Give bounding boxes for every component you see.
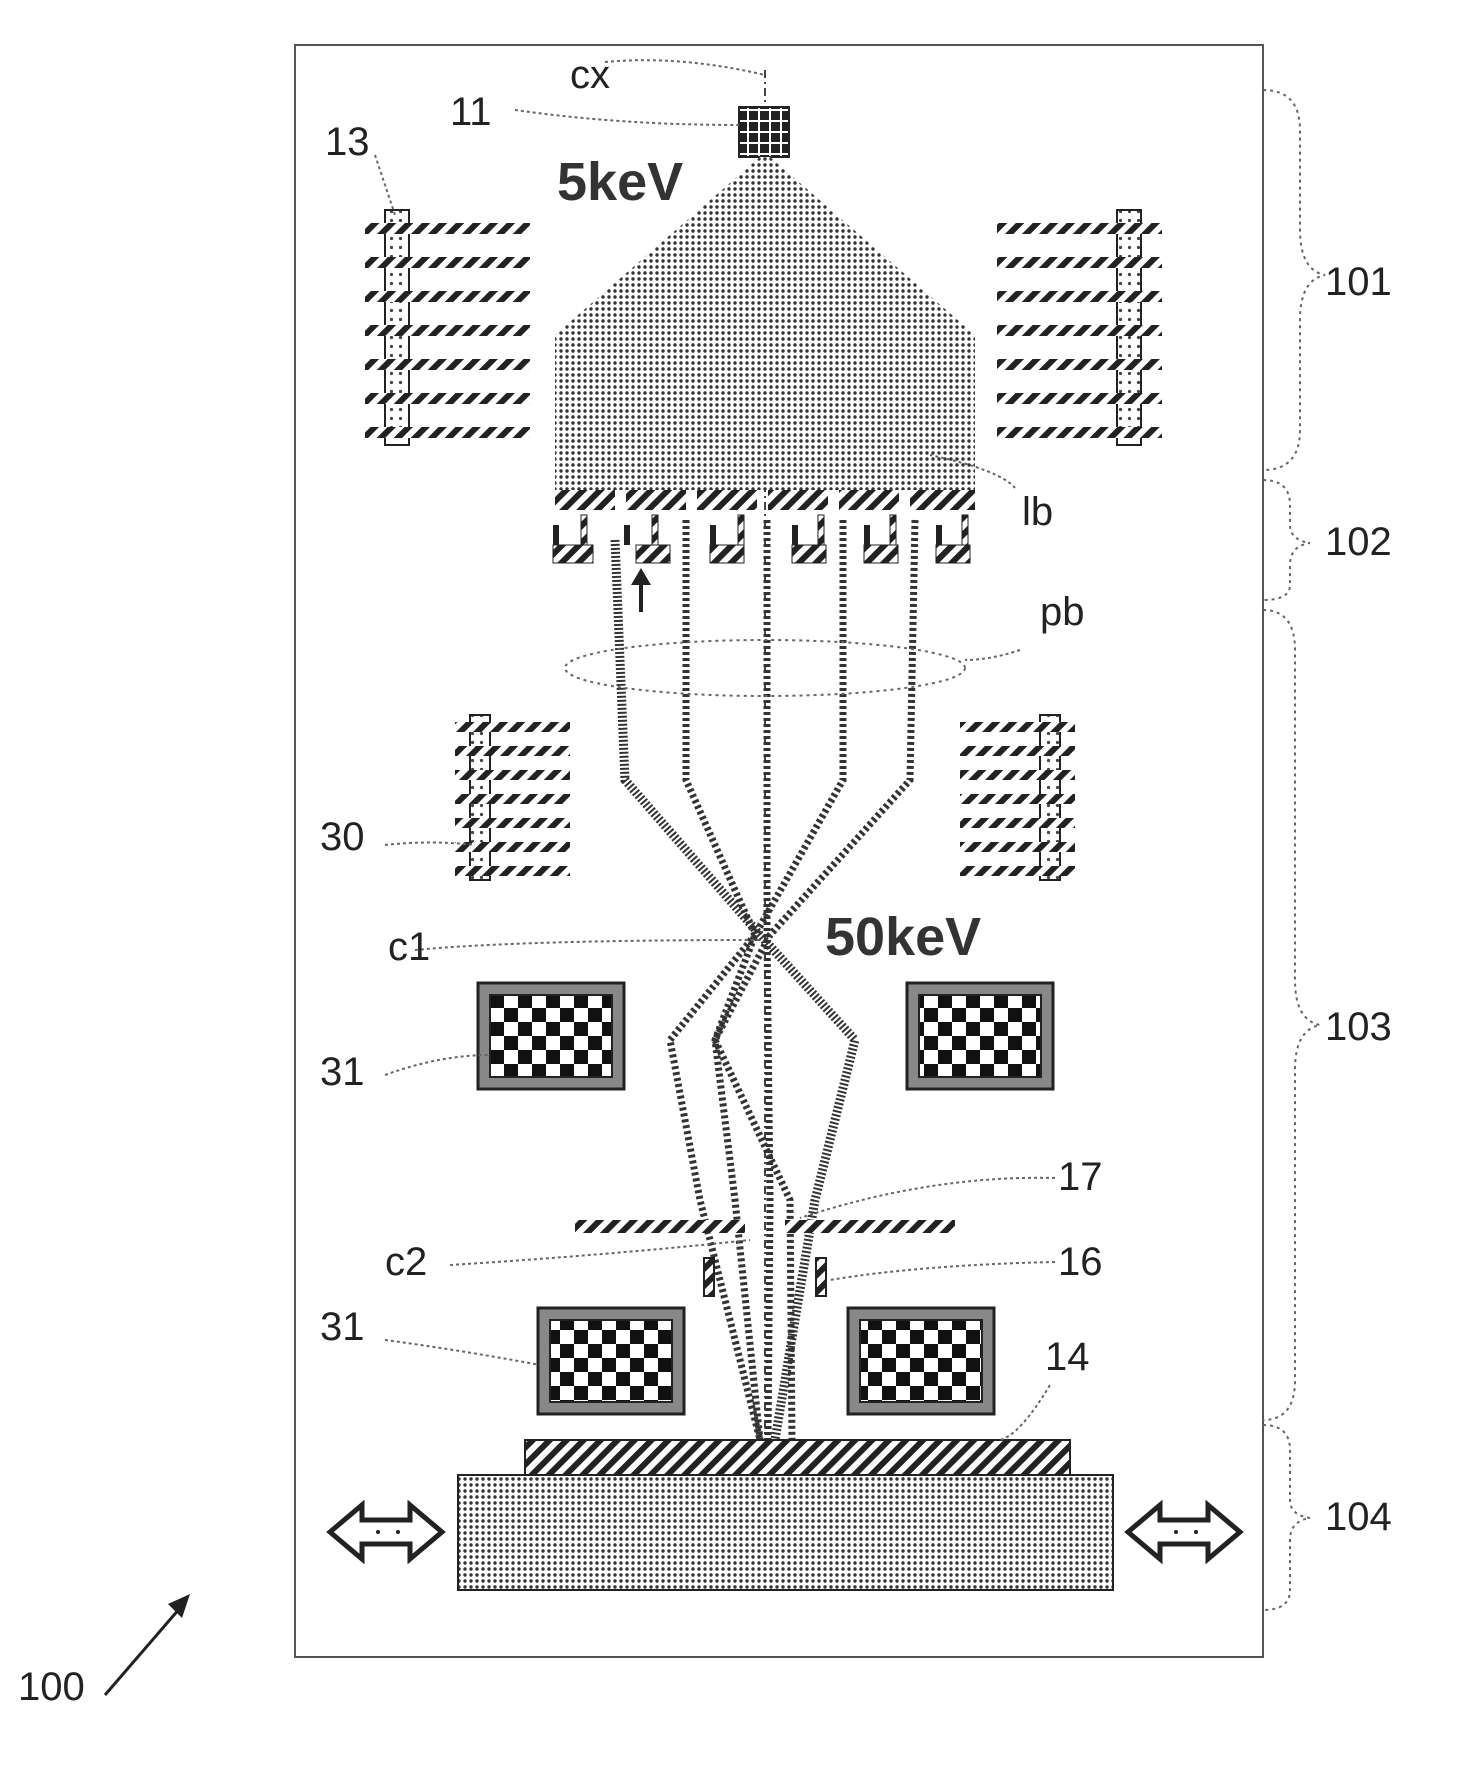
deflector-left bbox=[704, 1258, 714, 1296]
section-102-label: 102 bbox=[1325, 520, 1392, 564]
magnetic-lens-upper-left bbox=[478, 983, 624, 1089]
label-c1: c1 bbox=[388, 925, 430, 969]
label-pb: pb bbox=[1040, 590, 1085, 634]
label-16: 16 bbox=[1058, 1240, 1103, 1284]
stopping-plate-right bbox=[785, 1220, 955, 1233]
section-103-label: 103 bbox=[1325, 1005, 1392, 1049]
magnetic-lens-lower-right bbox=[848, 1308, 994, 1414]
label-cx: cx bbox=[570, 53, 610, 97]
magnetic-lens-lower-left bbox=[538, 1308, 684, 1414]
deflector-right bbox=[816, 1258, 826, 1296]
electron-source bbox=[739, 107, 789, 157]
label-17: 17 bbox=[1058, 1155, 1103, 1199]
label-31-lower: 31 bbox=[320, 1305, 365, 1349]
beamlet-3 bbox=[767, 520, 770, 1440]
projection-lens-left bbox=[455, 715, 570, 880]
label-lb: lb bbox=[1022, 490, 1053, 534]
label-c2: c2 bbox=[385, 1240, 427, 1284]
label-100: 100 bbox=[18, 1665, 85, 1709]
label-31-upper: 31 bbox=[320, 1050, 365, 1094]
left-double-arrow-icon bbox=[330, 1505, 442, 1559]
condenser-lens-left bbox=[365, 210, 530, 445]
brace-101 bbox=[1263, 90, 1325, 470]
label-14: 14 bbox=[1045, 1335, 1090, 1379]
label-11: 11 bbox=[450, 90, 492, 134]
section-braces bbox=[1263, 90, 1325, 1610]
label-13: 13 bbox=[325, 120, 370, 164]
deflector-array bbox=[553, 515, 970, 563]
reference-arrow-icon bbox=[105, 1594, 190, 1695]
energy-label-mid: 50keV bbox=[825, 907, 981, 967]
up-arrow-icon bbox=[631, 568, 651, 612]
magnetic-lens-upper-right bbox=[907, 983, 1053, 1089]
section-101-label: 101 bbox=[1325, 260, 1392, 304]
beamlet-4 bbox=[670, 520, 843, 1440]
projection-lens-right bbox=[960, 715, 1075, 880]
condenser-lens-right bbox=[997, 210, 1162, 445]
brace-103 bbox=[1263, 610, 1320, 1420]
stopping-plate-left bbox=[575, 1220, 745, 1233]
label-30: 30 bbox=[320, 815, 365, 859]
energy-label-top: 5keV bbox=[557, 152, 683, 212]
substrate bbox=[525, 1440, 1070, 1475]
section-104-label: 104 bbox=[1325, 1495, 1392, 1539]
right-double-arrow-icon bbox=[1128, 1505, 1240, 1559]
stage bbox=[458, 1475, 1113, 1590]
patterned-beamlets bbox=[615, 520, 915, 1440]
brace-104 bbox=[1263, 1425, 1310, 1610]
brace-102 bbox=[1263, 480, 1310, 600]
